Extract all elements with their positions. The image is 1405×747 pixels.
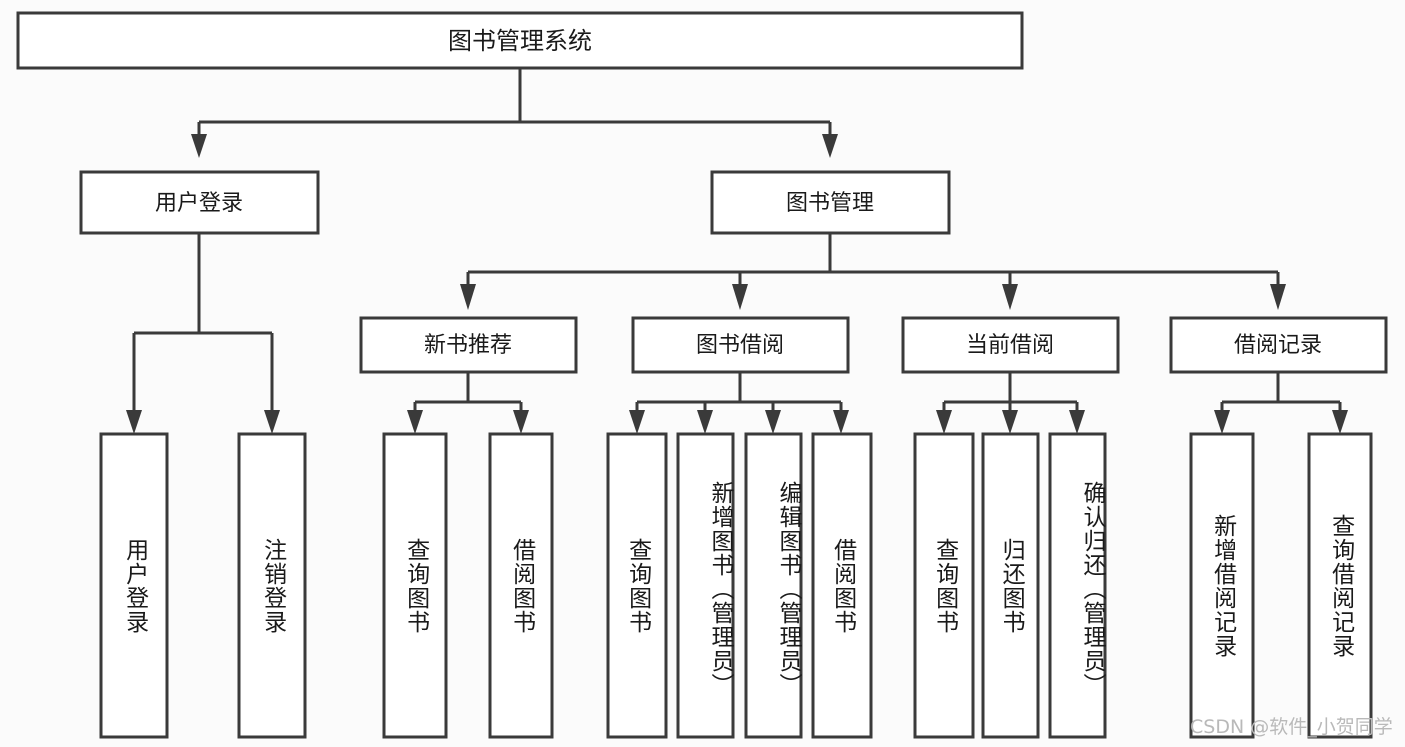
edges-user-login-to-leaves [126,233,280,434]
node-root-label: 图书管理系统 [448,27,592,55]
node-user-login-box[interactable] [79,170,320,235]
node-borrow-record-label: 借阅记录 [1234,333,1322,358]
arrow-to-borrow-record [1270,284,1286,310]
leaf-box-bb-add[interactable] [676,432,735,739]
arrow-to-current-borrow [1002,284,1018,310]
arrow-user-login-l1 [126,410,142,434]
csdn-watermark: CSDN @软件_小贺同学 [1190,716,1393,738]
arrow-br-l2 [1332,410,1348,434]
node-borrow-record-box[interactable] [1169,316,1388,374]
node-current-borrow-label: 当前借阅 [966,333,1054,358]
arrow-bb-l3 [765,410,781,434]
node-book-borrow-box[interactable] [631,316,850,374]
arrow-nb-l2 [513,410,529,434]
node-book-mgmt-box[interactable] [710,170,951,235]
arrow-user-login-l2 [264,410,280,434]
leaf-box-cb-query[interactable] [913,432,975,739]
arrow-bb-l4 [833,410,849,434]
edges-root-to-level2 [191,68,838,158]
leaf-box-nb-borrow[interactable] [488,432,554,739]
leaf-box-cb-return[interactable] [981,432,1040,739]
leaf-box-cb-confirm[interactable] [1048,432,1107,739]
node-new-book-label: 新书推荐 [424,333,512,358]
arrow-nb-l1 [407,410,423,434]
edges-current-borrow-to-leaves [936,372,1085,434]
edges-book-mgmt-to-level3 [460,233,1286,310]
arrow-br-l1 [1214,410,1230,434]
node-current-borrow-box[interactable] [901,316,1120,374]
arrow-bb-l1 [629,410,645,434]
leaf-box-br-query[interactable] [1307,432,1373,739]
edges-borrow-record-to-leaves [1214,372,1348,434]
node-new-book-box[interactable] [359,316,578,374]
arrow-bb-l2 [697,410,713,434]
node-user-login-label: 用户登录 [155,191,243,216]
leaf-box-br-add[interactable] [1189,432,1255,739]
leaf-box-user-login[interactable] [99,432,169,739]
leaf-box-nb-query[interactable] [382,432,448,739]
arrow-to-book-borrow [732,284,748,310]
arrow-cb-l2 [1002,410,1018,434]
leaf-box-logout[interactable] [237,432,307,739]
leaf-box-bb-query[interactable] [606,432,668,739]
leaf-box-bb-edit[interactable] [744,432,803,739]
leaf-box-bb-borrow[interactable] [811,432,873,739]
arrow-to-book-mgmt [822,134,838,158]
arrow-cb-l3 [1069,410,1085,434]
edges-new-book-to-leaves [407,372,529,434]
edges-book-borrow-to-leaves [629,372,849,434]
arrow-to-new-book [460,284,476,310]
arrow-to-user-login [191,134,207,158]
node-root-box[interactable] [16,11,1024,70]
node-book-mgmt-label: 图书管理 [786,191,874,216]
node-book-borrow-label: 图书借阅 [696,333,784,358]
arrow-cb-l1 [936,410,952,434]
